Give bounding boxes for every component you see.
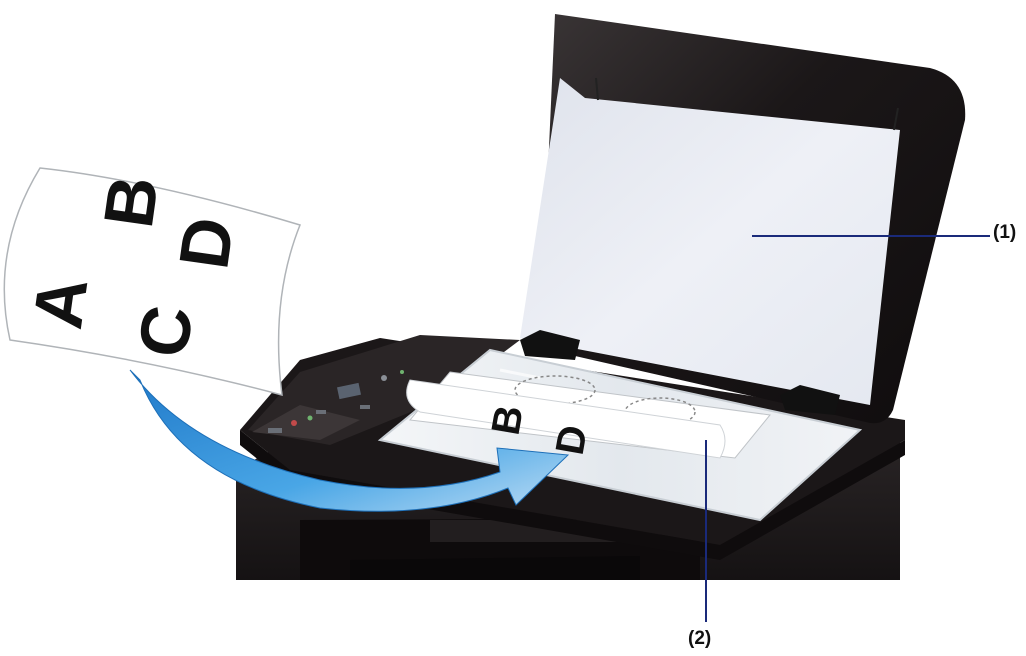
document-cover bbox=[520, 14, 965, 423]
callout-label-1: (1) bbox=[993, 222, 1016, 244]
original-document: A B C D bbox=[4, 168, 300, 395]
document-letter-c: C bbox=[123, 301, 207, 362]
document-letter-d: D bbox=[164, 212, 248, 273]
callout-label-2: (2) bbox=[688, 628, 711, 650]
document-letter-b: B bbox=[89, 171, 173, 232]
document-letter-a: A bbox=[18, 272, 102, 333]
